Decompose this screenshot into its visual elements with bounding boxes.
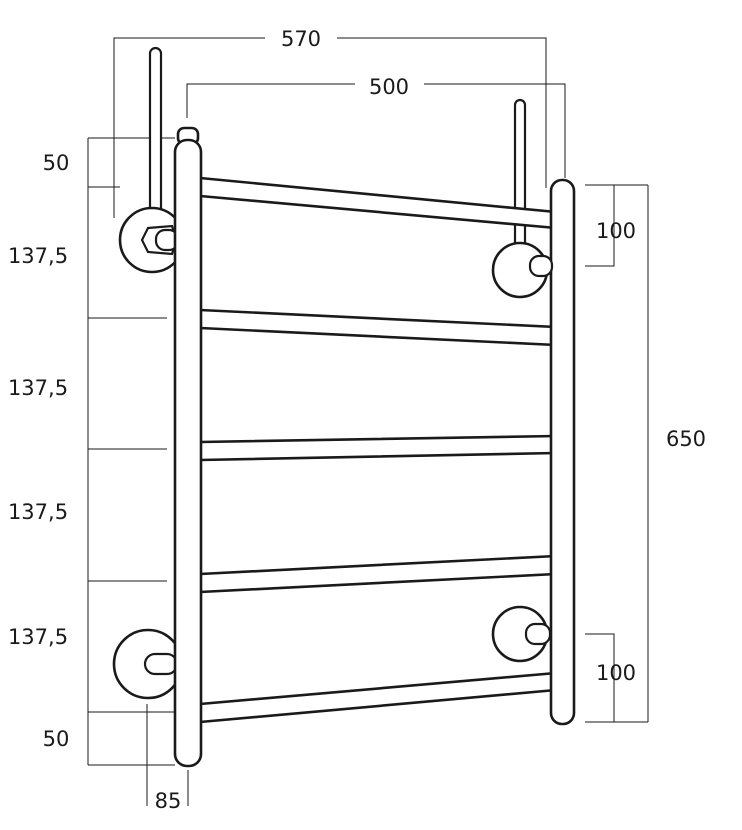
dim-500-line-right (424, 83, 566, 178)
left-wall-fixings (112, 46, 186, 700)
label-bar-gap-2: 137,5 (8, 376, 68, 400)
label-right-bottom-bracket: 100 (596, 661, 636, 685)
dim-570-line-right (337, 37, 547, 188)
towel-bar-5 (198, 671, 566, 724)
label-bottom-offset: 50 (43, 727, 70, 751)
label-bar-gap-4: 137,5 (8, 625, 68, 649)
label-top-offset: 50 (43, 151, 70, 175)
label-wall-depth: 85 (155, 789, 182, 813)
label-rail-spacing: 500 (369, 75, 409, 99)
towel-bar-2 (198, 308, 567, 347)
right-bottom-bracket-arm (524, 622, 552, 646)
label-bar-gap-3: 137,5 (8, 500, 68, 524)
label-right-top-bracket: 100 (596, 219, 636, 243)
right-wall-pin (513, 98, 527, 252)
dimension-lines (87, 37, 649, 806)
dimension-labels: 570 500 50 137,5 137,5 137,5 137,5 50 10… (8, 27, 706, 813)
dim-100-bottom-bracket (585, 633, 615, 722)
towel-bar-4 (198, 554, 567, 594)
right-top-bracket-arm (528, 254, 554, 278)
label-overall-height: 650 (666, 427, 706, 451)
right-rail (524, 178, 576, 726)
label-bar-gap-1: 137,5 (8, 244, 68, 268)
right-vertical-tube (549, 178, 576, 726)
left-wall-pin (148, 46, 163, 230)
label-overall-width: 570 (281, 27, 321, 51)
dim-100-top-bracket (585, 185, 615, 267)
left-bottom-bracket-arm (143, 652, 179, 676)
left-vertical-tube (173, 138, 203, 768)
towel-bar-3 (198, 434, 566, 462)
left-rail (173, 126, 203, 768)
dim-570-line-left (113, 37, 265, 218)
dim-500-line-left (186, 83, 355, 118)
towel-bar-1 (198, 176, 566, 230)
